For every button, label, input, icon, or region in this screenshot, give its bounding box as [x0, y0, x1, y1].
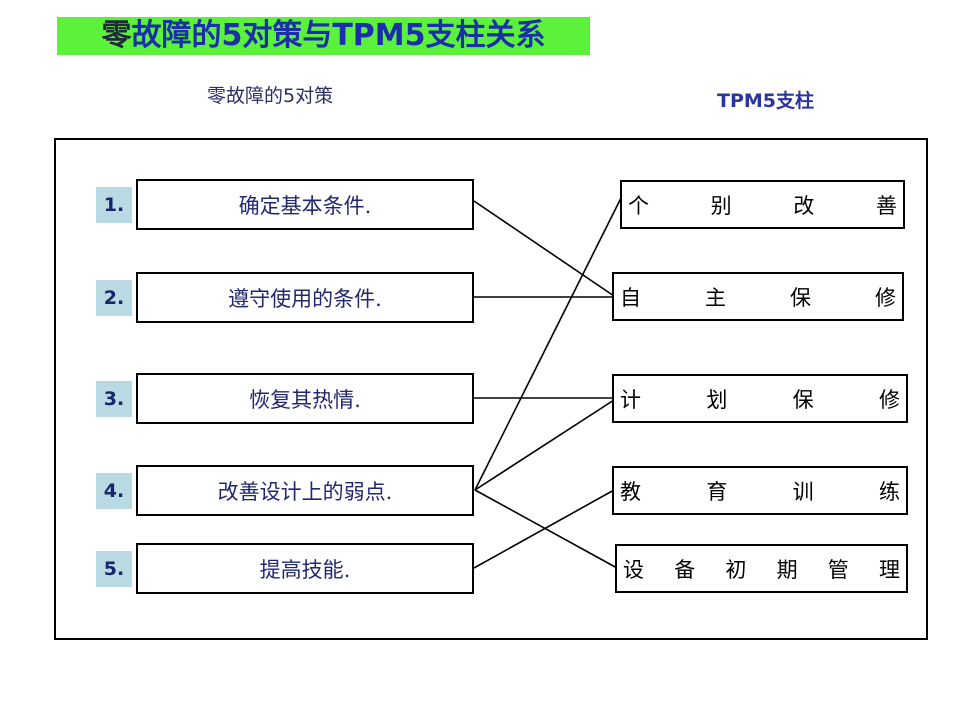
- page-title-rest: 故障的5对策与TPM5支柱关系: [131, 18, 546, 53]
- page-title: 零故障的5对策与TPM5支柱关系: [101, 21, 545, 51]
- measure-row-5[interactable]: 5. 提高技能.: [96, 543, 474, 594]
- measure-row-2[interactable]: 2. 遵守使用的条件.: [96, 272, 474, 323]
- measure-box[interactable]: 遵守使用的条件.: [136, 272, 474, 323]
- measure-box[interactable]: 确定基本条件.: [136, 179, 474, 230]
- pillar-box-4[interactable]: 教育训练: [612, 466, 908, 515]
- pillar-label-3: 计划保修: [620, 387, 900, 412]
- measure-row-4[interactable]: 4. 改善设计上的弱点.: [96, 465, 474, 516]
- pillar-box-1[interactable]: 个别改善: [620, 180, 905, 229]
- left-column-caption: 零故障的5对策: [207, 85, 334, 107]
- pillar-box-5[interactable]: 设备初期管理: [615, 544, 908, 593]
- measure-row-3[interactable]: 3. 恢复其热情.: [96, 373, 474, 424]
- measure-number-badge: 1.: [96, 186, 132, 223]
- measure-box[interactable]: 提高技能.: [136, 543, 474, 594]
- measure-label: 确定基本条件.: [238, 193, 372, 218]
- measure-label: 恢复其热情.: [249, 387, 361, 412]
- pillar-label-5: 设备初期管理: [623, 557, 900, 582]
- pillar-box-2[interactable]: 自主保修: [612, 272, 904, 321]
- measure-box[interactable]: 恢复其热情.: [136, 373, 474, 424]
- measure-row-1[interactable]: 1. 确定基本条件.: [96, 179, 474, 230]
- pillar-label-4: 教育训练: [620, 479, 900, 504]
- measure-box[interactable]: 改善设计上的弱点.: [136, 465, 474, 516]
- measure-number-badge: 5.: [96, 550, 132, 587]
- pillar-box-3[interactable]: 计划保修: [612, 374, 908, 423]
- right-column-caption: TPM5支柱: [717, 90, 815, 112]
- measure-label: 提高技能.: [259, 557, 351, 582]
- slide-title-banner: 零故障的5对策与TPM5支柱关系: [57, 17, 590, 55]
- measure-number-badge: 4.: [96, 472, 132, 509]
- pillar-label-2: 自主保修: [620, 285, 896, 310]
- measure-number-badge: 3.: [96, 380, 132, 417]
- measure-label: 遵守使用的条件.: [228, 286, 382, 311]
- page-title-lead: 零: [101, 18, 132, 53]
- pillar-label-1: 个别改善: [628, 193, 897, 218]
- measure-label: 改善设计上的弱点.: [217, 479, 393, 504]
- measure-number-badge: 2.: [96, 279, 132, 316]
